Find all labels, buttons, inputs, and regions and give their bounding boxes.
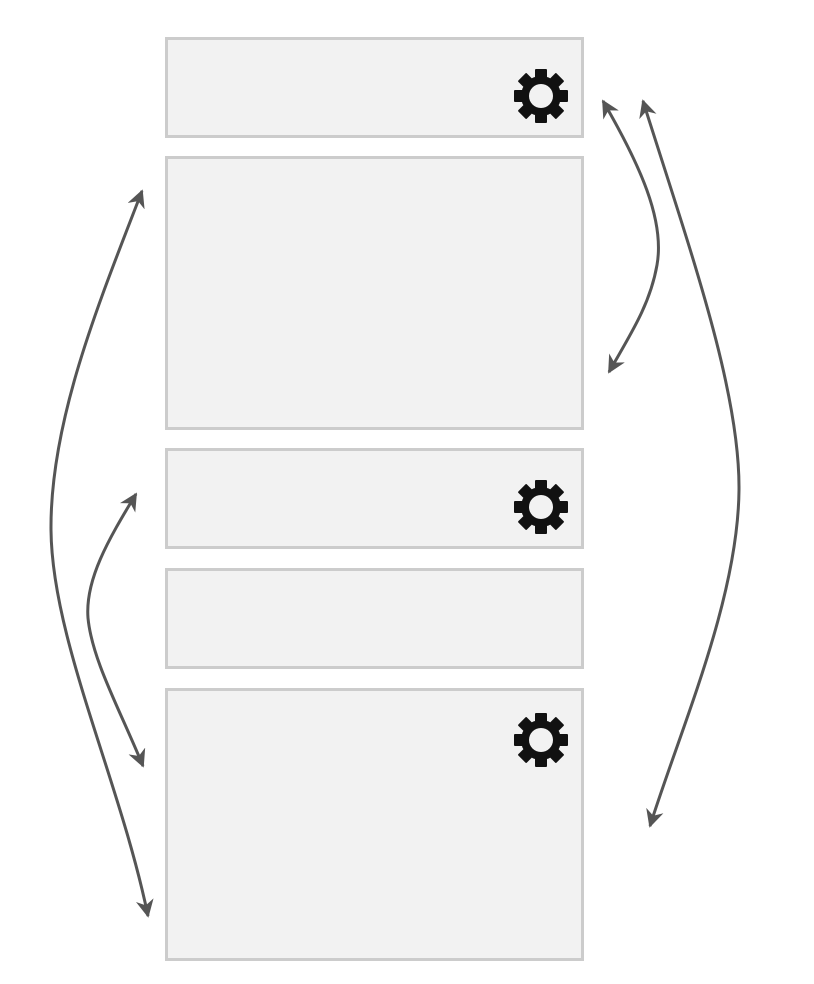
gear-icon[interactable]	[512, 711, 570, 769]
gear-icon[interactable]	[512, 478, 570, 536]
panel-2[interactable]	[165, 156, 584, 430]
panel-3[interactable]	[165, 448, 584, 549]
gear-icon[interactable]	[512, 67, 570, 125]
connector-panel3-panel5	[86, 492, 146, 768]
connector-panel1-panel2	[601, 99, 660, 374]
connector-panel1-panel5	[639, 99, 741, 828]
panel-1[interactable]	[165, 37, 584, 138]
connector-panel2-panel5	[49, 189, 154, 918]
panel-4[interactable]	[165, 568, 584, 669]
panel-5[interactable]	[165, 688, 584, 961]
